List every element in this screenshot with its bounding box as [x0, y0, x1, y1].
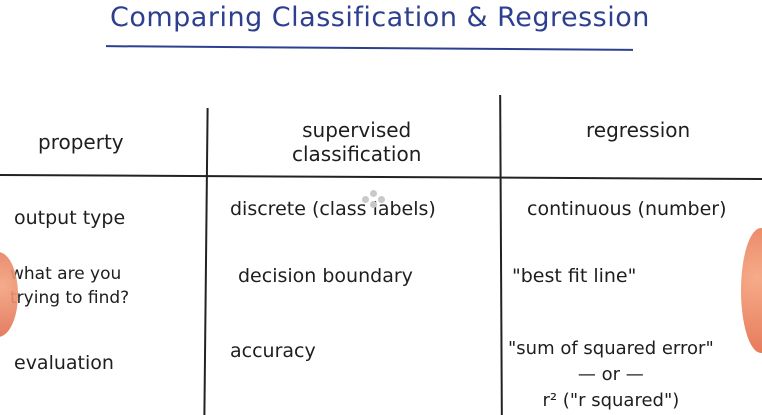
column-divider-1 — [203, 107, 209, 415]
column-divider-2 — [499, 94, 503, 415]
header-classification-line2: classification — [292, 142, 422, 166]
presenter-hand-left — [0, 252, 18, 337]
row-evaluation-regression-line2: — or — — [577, 364, 644, 385]
row-evaluation-property: evaluation — [14, 352, 114, 374]
header-classification: supervised classification — [292, 118, 421, 166]
row-evaluation-regression-line3: r² ("r squared") — [542, 390, 680, 411]
header-regression: regression — [586, 118, 691, 142]
row-find-property: what are you trying to find? — [10, 262, 129, 310]
row-evaluation-classification: accuracy — [230, 340, 316, 362]
header-property: property — [38, 130, 124, 154]
row-output-type-regression: continuous (number) — [527, 198, 727, 220]
row-find-classification: decision boundary — [238, 265, 413, 287]
row-evaluation-regression-line1: "sum of squared error" — [508, 338, 714, 359]
row-find-regression: "best fit line" — [512, 265, 637, 287]
page-title: Comparing Classification & Regression — [110, 2, 650, 33]
loading-cursor-icon — [362, 190, 386, 208]
title-underline — [105, 45, 634, 51]
row-find-property-line2: trying to find? — [10, 288, 130, 308]
row-output-type-property: output type — [14, 207, 126, 229]
presenter-hand-right — [741, 228, 762, 353]
row-find-property-line1: what are you — [10, 264, 122, 284]
row-output-type-classification: discrete (class labels) — [230, 198, 436, 220]
row-evaluation-regression: "sum of squared error" — or — r² ("r squ… — [508, 336, 714, 414]
header-divider — [0, 174, 762, 180]
header-classification-line1: supervised — [302, 118, 412, 142]
